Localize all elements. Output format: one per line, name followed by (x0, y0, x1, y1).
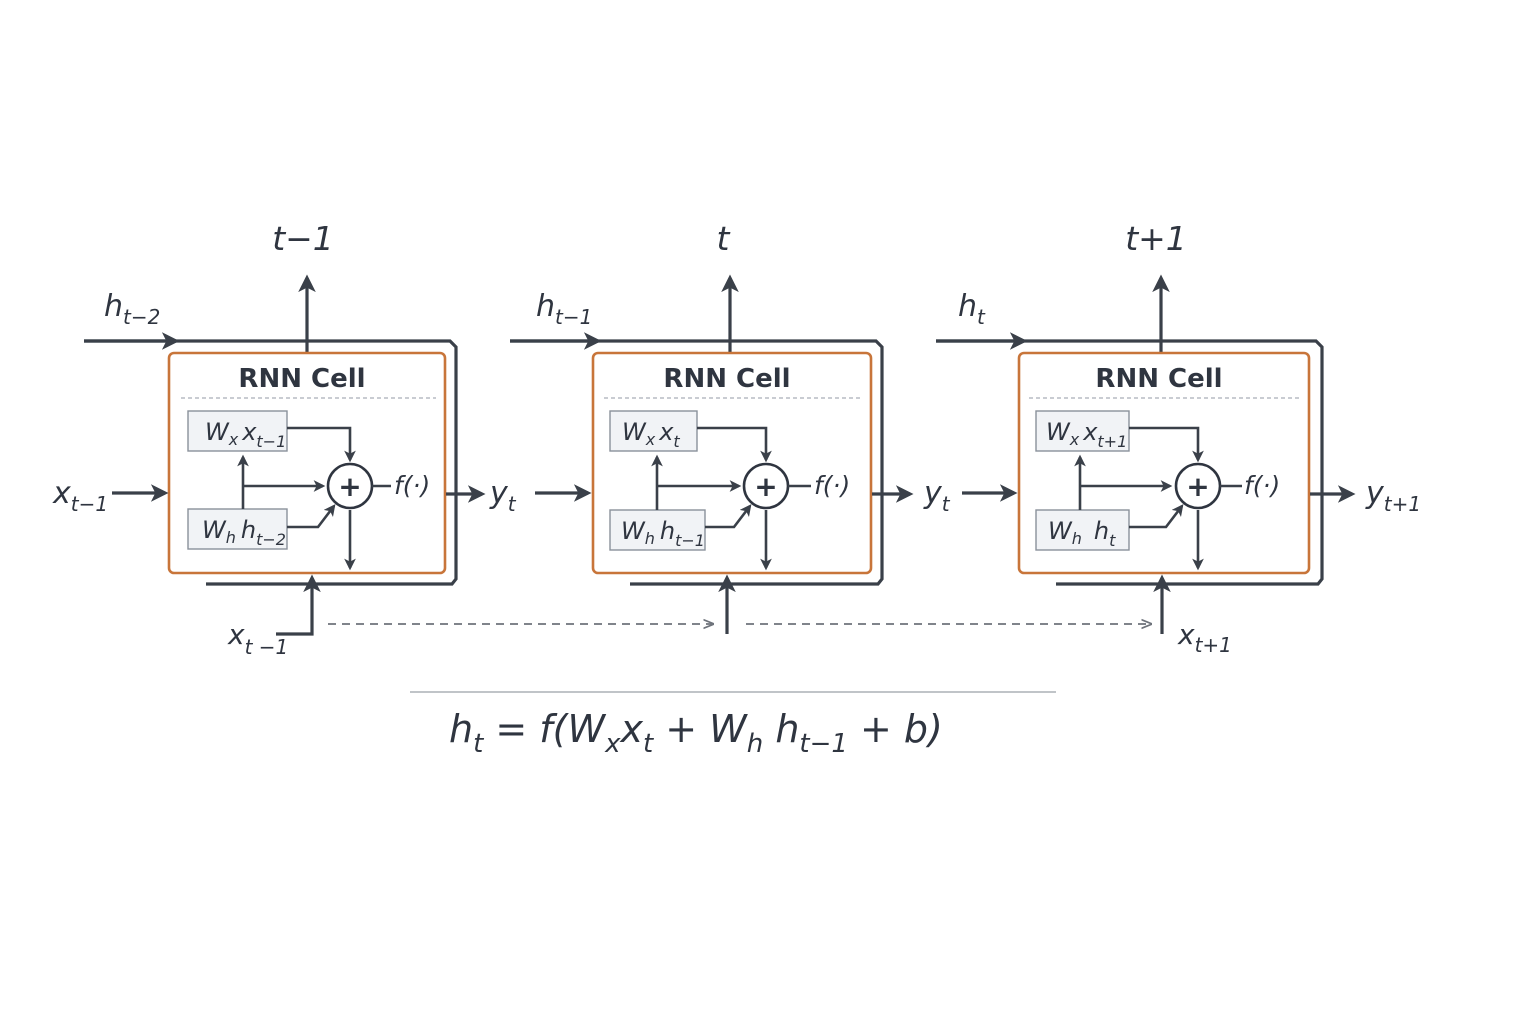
x-bottom-label-1: xt −1 (227, 618, 288, 659)
wh-to-sum-arrow-2 (705, 504, 752, 529)
plus-icon-2: + (754, 470, 777, 503)
wh-box-1 (187, 508, 288, 550)
hidden-state-loop-3 (936, 339, 1324, 586)
activation-label-1: f(·) (394, 471, 430, 500)
y-output-label-3: yt+1 (1365, 476, 1421, 516)
cell-title-1: RNN Cell (238, 364, 365, 394)
time-label-2: t (717, 219, 731, 258)
x-bottom-label-3: xt+1 (1177, 618, 1232, 657)
wx-to-sum-arrow-3 (1129, 426, 1204, 463)
x-bottom-arrow-1 (276, 574, 321, 636)
time-label-1: t−1 (272, 219, 334, 258)
h-input-label-1: ht−2 (104, 289, 160, 329)
wx-to-sum-arrow-1 (287, 426, 356, 463)
activation-label-2: f(·) (814, 471, 850, 500)
activation-label-3: f(·) (1244, 471, 1280, 500)
hidden-state-loop-2 (510, 339, 884, 586)
wh-to-sum-arrow-1 (287, 504, 336, 529)
cell-title-3: RNN Cell (1095, 364, 1222, 394)
time-label-3: t+1 (1125, 219, 1187, 258)
plus-icon-1: + (338, 470, 361, 503)
wx-to-sum-arrow-2 (697, 426, 772, 463)
plus-icon-3: + (1186, 470, 1209, 503)
h-input-label-3: ht (958, 289, 986, 329)
y-output-label-2: yt (923, 476, 951, 516)
y-output-label-1: yt (489, 476, 517, 516)
equation: ht = f(Wxxt + Wh ht−1 + b) (449, 707, 943, 759)
hidden-state-loop-1 (84, 339, 458, 586)
wh-box-3 (1035, 509, 1130, 551)
wx-box-1 (187, 410, 288, 452)
x-left-label-1: xt−1 (52, 476, 108, 516)
h-input-label-2: ht−1 (536, 289, 592, 329)
wx-box-3 (1035, 410, 1130, 452)
cell-title-2: RNN Cell (663, 364, 790, 394)
wh-to-sum-arrow-3 (1129, 504, 1184, 529)
wx-box-2 (609, 410, 698, 452)
